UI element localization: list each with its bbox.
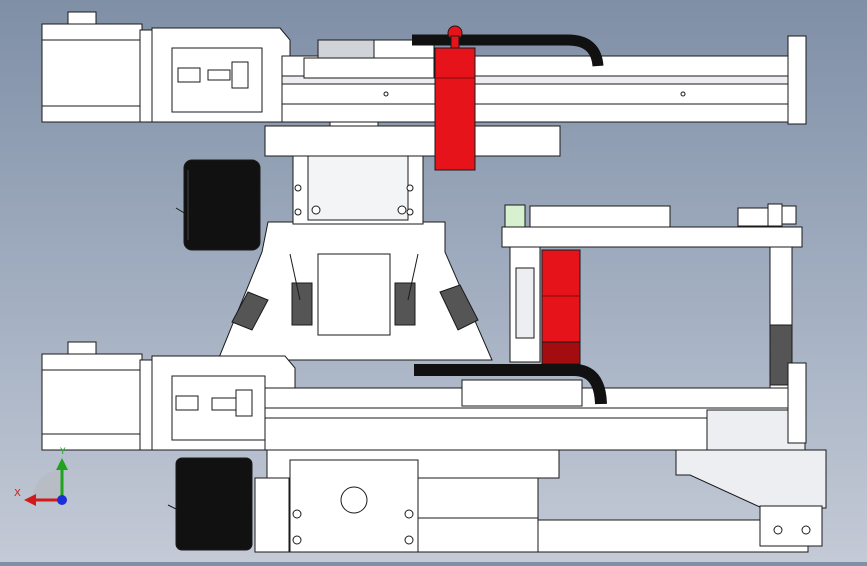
right-frame (501, 203, 803, 393)
lower-axis (41, 341, 827, 553)
upper-axis (41, 11, 807, 171)
triad-y-label: Y (59, 447, 66, 457)
center-pedestal (217, 111, 561, 361)
wheel-lower (167, 457, 253, 551)
wheel-upper (175, 159, 261, 251)
triad-x-label: X (14, 488, 21, 499)
coordinate-triad-icon: Y X (14, 447, 68, 506)
